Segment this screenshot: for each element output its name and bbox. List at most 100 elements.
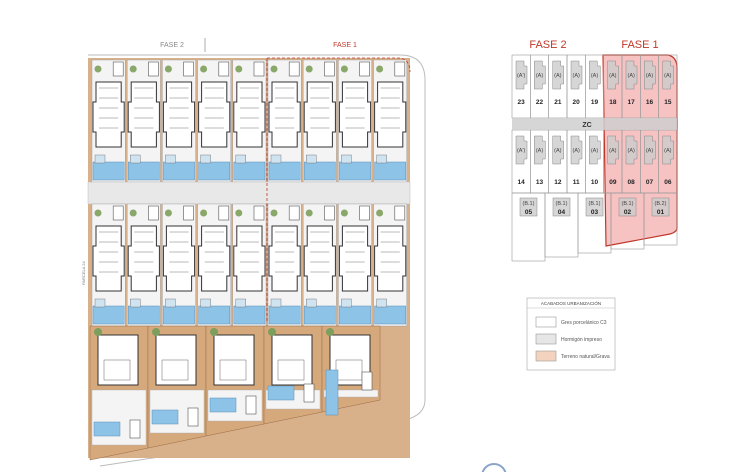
- key-lot-19: (A)19: [585, 54, 604, 119]
- key-lot-13: (A) 13: [530, 129, 549, 194]
- lot-number: 02: [624, 209, 632, 216]
- lot-number: 04: [558, 209, 566, 216]
- pool: [163, 161, 195, 181]
- lot-type: (B.1): [589, 201, 601, 207]
- lot-number: 09: [609, 179, 617, 186]
- lot-outline: [643, 192, 678, 246]
- townhouse-plot: [126, 59, 161, 183]
- tree-icon: [268, 328, 276, 336]
- tree-icon: [340, 209, 348, 217]
- house-footprint: [534, 135, 546, 165]
- lot-number: 03: [591, 209, 599, 216]
- pool: [233, 161, 266, 181]
- villa-plot: [263, 325, 323, 425]
- parking-car-icon: [218, 61, 230, 77]
- legend: ACABADOS URBANIZACIÓN Gres porcelánico C…: [526, 297, 616, 371]
- key-lot-22: (A) 22: [530, 54, 549, 119]
- sunbed-icon: [200, 154, 211, 164]
- legend-swatch-hormigon: [535, 333, 557, 345]
- townhouse-plot: [162, 59, 196, 183]
- lot-number: 16: [646, 99, 654, 106]
- tree-icon: [376, 209, 384, 217]
- pool: [268, 305, 301, 325]
- site-fase2-label: FASE 2: [160, 42, 184, 49]
- lot-type: (A): [664, 148, 672, 154]
- tree-icon: [200, 209, 208, 217]
- house-footprint: [162, 81, 196, 148]
- house-footprint: [589, 135, 601, 165]
- house-footprint: [338, 81, 372, 148]
- lot-type: (A): [664, 73, 672, 79]
- lot-type: (A): [536, 148, 544, 154]
- house-footprint: [644, 135, 656, 165]
- lot-type: (A): [646, 73, 654, 79]
- house-footprint: [534, 60, 546, 90]
- site-plan: FASE 2 FASE 1 PARCELA 24: [81, 38, 426, 467]
- townhouse-plot: [373, 59, 408, 183]
- lot-type: (A): [627, 73, 635, 79]
- pool: [339, 305, 371, 325]
- tree-icon: [152, 328, 160, 336]
- lot-number: 08: [628, 179, 636, 186]
- interior-road: [87, 181, 411, 205]
- pool: [198, 305, 231, 325]
- pool: [267, 385, 295, 401]
- lot-type: (A): [591, 73, 599, 79]
- house-footprint: [92, 81, 125, 148]
- lot-type: (A): [536, 73, 544, 79]
- lot-number: 13: [536, 179, 544, 186]
- parking-car-icon: [187, 407, 199, 427]
- house-footprint: [651, 197, 670, 217]
- pool: [92, 305, 125, 325]
- lot-type: (B.1): [556, 201, 568, 207]
- parking-car-icon: [112, 205, 124, 221]
- lot-number: 23: [518, 99, 526, 106]
- lot-type: (A): [609, 73, 617, 79]
- parking-car-icon: [288, 205, 300, 221]
- lot-type: (B.1): [622, 201, 634, 207]
- house-footprint: [268, 81, 301, 148]
- townhouse-plot: [338, 203, 372, 327]
- key-lot-05: (B.1)05: [511, 192, 546, 262]
- pool: [325, 369, 339, 416]
- sunbed-icon: [94, 298, 106, 308]
- parking-car-icon: [359, 205, 370, 221]
- pool: [209, 397, 237, 413]
- house-footprint: [625, 60, 638, 90]
- tree-icon: [129, 65, 137, 73]
- lot-type: (B.2): [655, 201, 667, 207]
- sunbed-icon: [235, 154, 247, 164]
- house-footprint: [233, 81, 266, 148]
- house-footprint: [552, 60, 564, 90]
- house-footprint: [589, 60, 601, 90]
- lot-type: (A): [646, 148, 654, 154]
- tree-icon: [210, 328, 218, 336]
- parking-car-icon: [324, 205, 335, 221]
- sunbed-icon: [270, 298, 282, 308]
- tree-icon: [129, 209, 137, 217]
- house-footprint: [644, 60, 656, 90]
- zc-band: [512, 118, 677, 130]
- lot-type: (A): [627, 148, 635, 154]
- sunbed-icon: [94, 154, 106, 164]
- lot-number: 22: [536, 99, 544, 106]
- house-footprint: [552, 197, 571, 217]
- house-footprint: [570, 135, 583, 165]
- pool: [127, 161, 160, 181]
- house-footprint: [92, 225, 125, 292]
- sunbed-icon: [306, 154, 317, 164]
- sunbed-icon: [129, 298, 141, 308]
- parking-car-icon: [112, 61, 124, 77]
- house-footprint: [585, 197, 604, 217]
- house-footprint: [303, 225, 336, 292]
- tree-icon: [164, 209, 172, 217]
- zc-label: ZC: [582, 122, 591, 129]
- tree-icon: [235, 65, 243, 73]
- sunbed-icon: [235, 298, 247, 308]
- sunbed-icon: [306, 298, 317, 308]
- key-lot-14: (A')14: [511, 129, 531, 194]
- parking-car-icon: [394, 205, 406, 221]
- townhouse-plot: [197, 203, 232, 327]
- key-fase1-label: FASE 1: [621, 39, 658, 51]
- pool: [233, 305, 266, 325]
